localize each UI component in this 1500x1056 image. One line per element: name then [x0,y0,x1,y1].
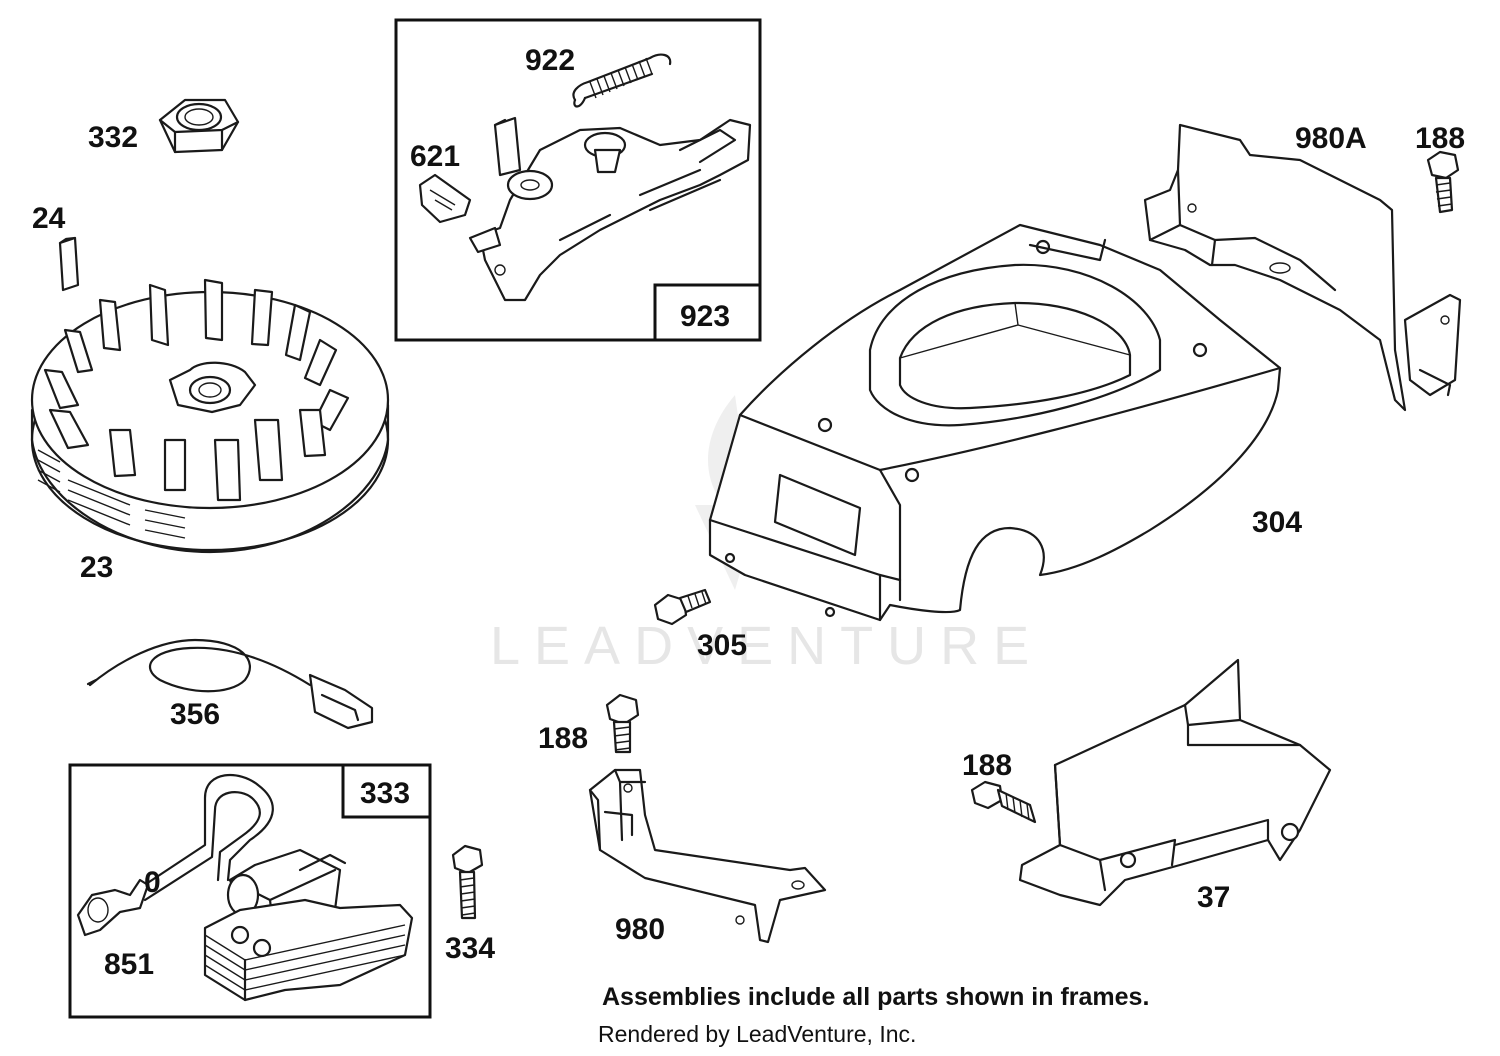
label-304: 304 [1252,506,1302,539]
part-851-clip [76,878,150,937]
label-333: 333 [360,777,410,810]
part-188-bolt-middle [605,693,640,754]
part-188-bolt-right [970,780,1037,824]
label-305: 305 [697,629,747,662]
label-24: 24 [32,202,66,235]
label-334: 334 [445,932,495,965]
label-188-middle: 188 [538,722,588,755]
part-188-bolt-top [1426,150,1460,214]
label-23: 23 [80,551,113,584]
part-621-link [418,173,472,224]
label-851: 851 [104,948,154,981]
label-188-right: 188 [962,749,1012,782]
part-334-bolt [451,844,484,920]
part-23-flywheel [30,278,390,554]
rendered-by-text: Rendered by LeadVenture, Inc. [598,1021,916,1047]
part-356-ground-wire [86,638,374,730]
part-980A-shield-bracket [1143,123,1462,412]
label-621: 621 [410,140,460,173]
label-923: 923 [680,300,730,333]
label-332: 332 [88,121,138,154]
part-922-spring [572,53,672,108]
part-24-key [58,236,80,292]
label-356: 356 [170,698,220,731]
label-980: 980 [615,913,665,946]
frame-923 [394,18,762,342]
label-922: 922 [525,44,575,77]
part-304-blower-housing [708,223,1282,622]
assemblies-note: Assemblies include all parts shown in fr… [602,983,1149,1011]
part-labels: 332 24 23 356 922 621 923 980A 188 304 3… [32,44,1465,981]
label-980A: 980A [1295,122,1367,155]
frame-333 [68,763,432,1019]
part-37-bracket [1018,658,1332,907]
part-980-bracket [588,768,827,944]
part-332-nut [158,98,240,154]
watermark-text: LEADVENTURE [490,616,1043,676]
label-37: 37 [1197,881,1230,914]
part-governor-control-plate [468,116,752,302]
part-305-bolt [653,588,712,626]
label-188-top: 188 [1415,122,1465,155]
label-o-ring: 0 [144,866,161,899]
